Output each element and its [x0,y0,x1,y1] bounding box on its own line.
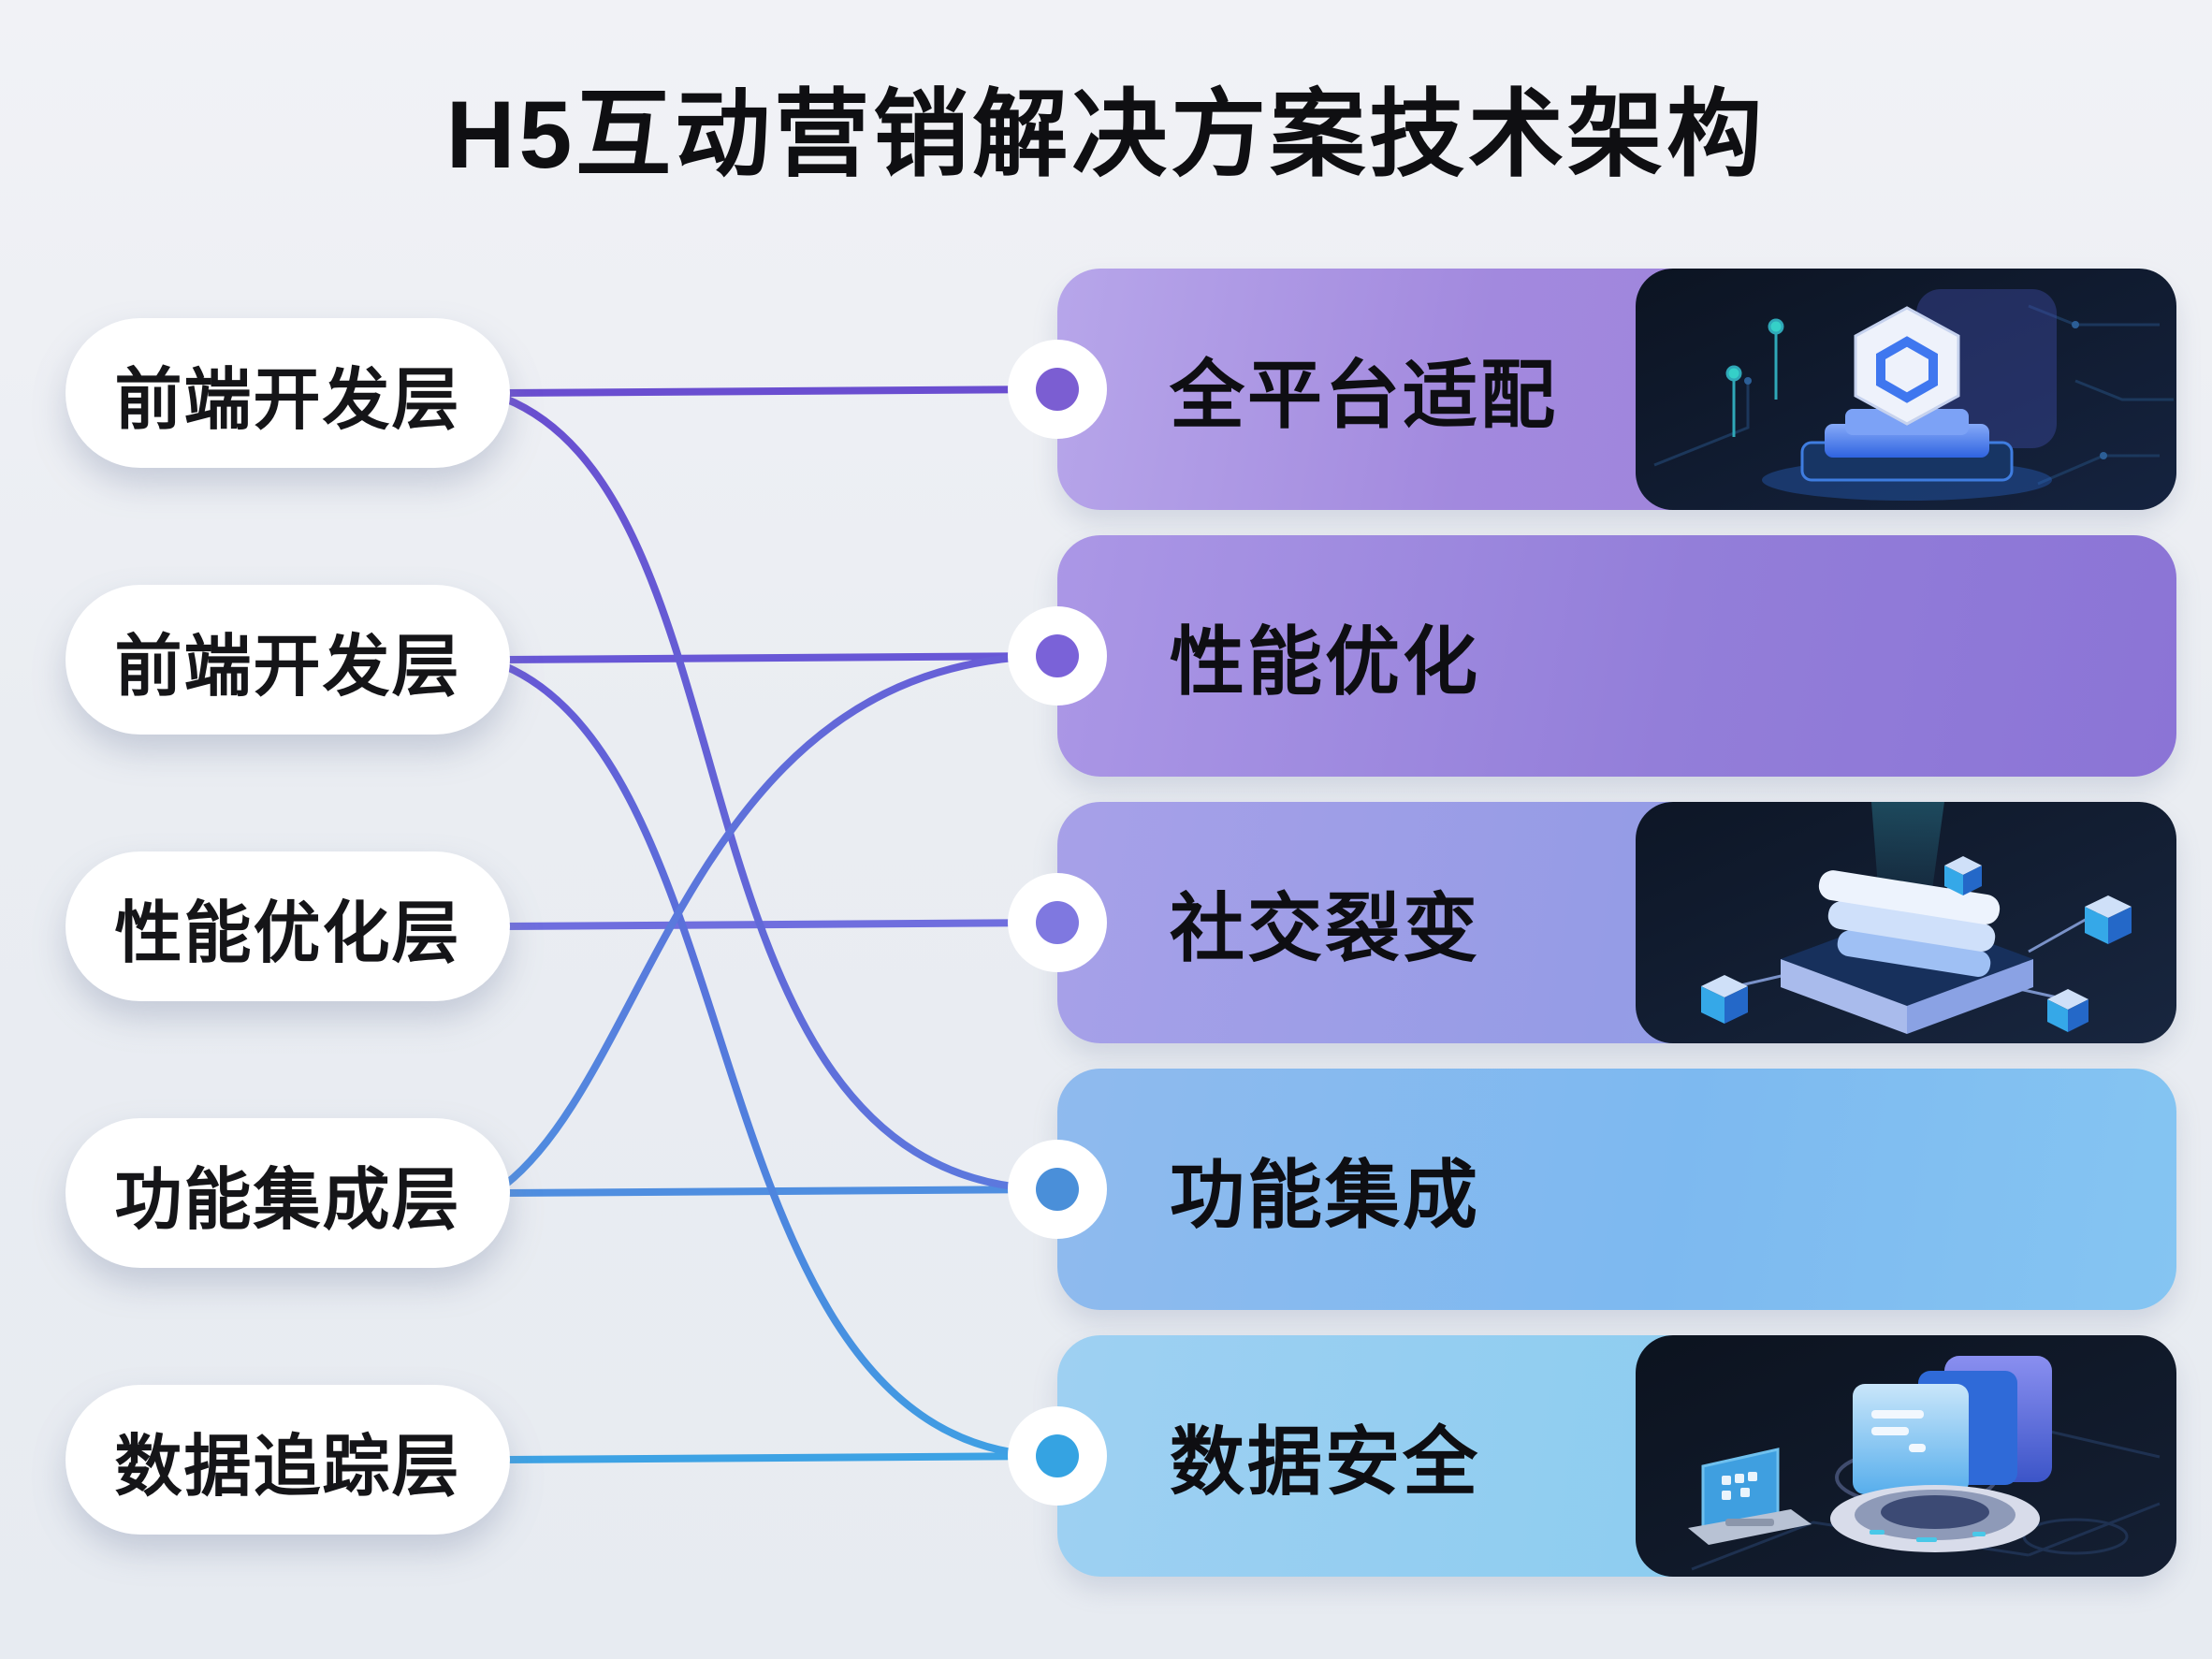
feature-node-5 [1008,1406,1107,1506]
connector-layer4-feature2 [502,652,1059,1188]
layer-pill-integration: 功能集成层 [65,1118,510,1268]
feature-node-4 [1008,1140,1107,1239]
feature-node-2 [1008,606,1107,706]
layer-pill-frontend-dev-2: 前端开发层 [65,585,510,735]
social-fission-illustration [1636,802,2176,1043]
feature-bar-social-fission: 社交裂变 [1057,802,2176,1043]
page-title: H5互动营销解决方案技术架构 [445,81,1767,188]
feature-label: 性能优化 [1170,620,1480,704]
connector-layer5-feature5 [502,1452,1059,1463]
layer-pill-performance: 性能优化层 [65,851,510,1001]
feature-label: 功能集成 [1170,1154,1480,1237]
connector-layer2-feature2 [502,652,1059,663]
connector-layer1-feature1 [502,386,1059,397]
layer-pill-frontend-dev-1: 前端开发层 [65,318,510,468]
platform-adapt-illustration [1636,269,2176,510]
feature-node-3 [1008,873,1107,972]
feature-label: 社交裂变 [1170,887,1480,970]
data-security-illustration [1636,1335,2176,1577]
feature-bar-data-security: 数据安全 [1057,1335,2176,1577]
layer-pill-data-tracking: 数据追踪层 [65,1385,510,1535]
connector-layer4-feature4 [502,1186,1059,1197]
feature-bar-integration: 功能集成 [1057,1069,2176,1310]
feature-bar-performance: 性能优化 [1057,535,2176,777]
connector-layer2-feature5 [502,662,1059,1460]
feature-label: 数据安全 [1170,1420,1480,1504]
feature-node-1 [1008,340,1107,439]
connector-layer1-feature4 [502,395,1059,1193]
connector-layer3-feature3 [502,919,1059,930]
feature-label: 全平台适配 [1170,354,1558,437]
feature-bar-platform-adapt: 全平台适配 [1057,269,2176,510]
